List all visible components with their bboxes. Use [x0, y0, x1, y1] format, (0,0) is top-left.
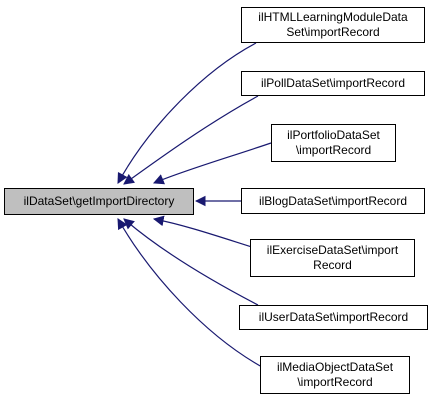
edge-poll — [123, 95, 259, 185]
caller-node-blog[interactable]: ilBlogDataSet\importRecord — [241, 188, 425, 214]
caller-node-label: ilUserDataSet\importRecord — [258, 310, 409, 324]
edge-portfolio — [153, 142, 272, 185]
caller-node-label: ilPortfolioDataSet — [287, 128, 380, 142]
caller-node-label: ilExerciseDataSet\import — [266, 243, 399, 257]
caller-node-portfolio[interactable]: ilPortfolioDataSet \importRecord — [271, 124, 396, 162]
caller-node-label: \importRecord — [295, 143, 372, 157]
edge-user — [123, 218, 259, 306]
edge-exercise — [152, 215, 256, 249]
caller-node-label: ilPollDataSet\importRecord — [260, 76, 406, 90]
caller-node-label: ilHTMLLearningModuleData — [258, 10, 408, 24]
caller-node-exercise[interactable]: ilExerciseDataSet\import Record — [250, 239, 415, 277]
caller-node-label: ilMediaObjectDataSet — [276, 360, 394, 374]
caller-node-label: Set\importRecord — [286, 25, 380, 39]
caller-node-html-learning-module[interactable]: ilHTMLLearningModuleData Set\importRecor… — [241, 7, 425, 43]
caller-node-poll[interactable]: ilPollDataSet\importRecord — [241, 71, 425, 96]
caller-node-user[interactable]: ilUserDataSet\importRecord — [239, 305, 428, 330]
root-node[interactable]: ilDataSet\getImportDirectory — [4, 188, 194, 215]
edge-media-object — [117, 218, 263, 368]
caller-node-label: ilBlogDataSet\importRecord — [258, 193, 408, 208]
edge-html-learning-module — [117, 42, 257, 184]
caller-node-label: \importRecord — [297, 375, 373, 389]
root-node-label: ilDataSet\getImportDirectory — [23, 194, 175, 208]
caller-node-media-object[interactable]: ilMediaObjectDataSet \importRecord — [260, 356, 410, 394]
caller-node-label: Record — [313, 258, 352, 272]
